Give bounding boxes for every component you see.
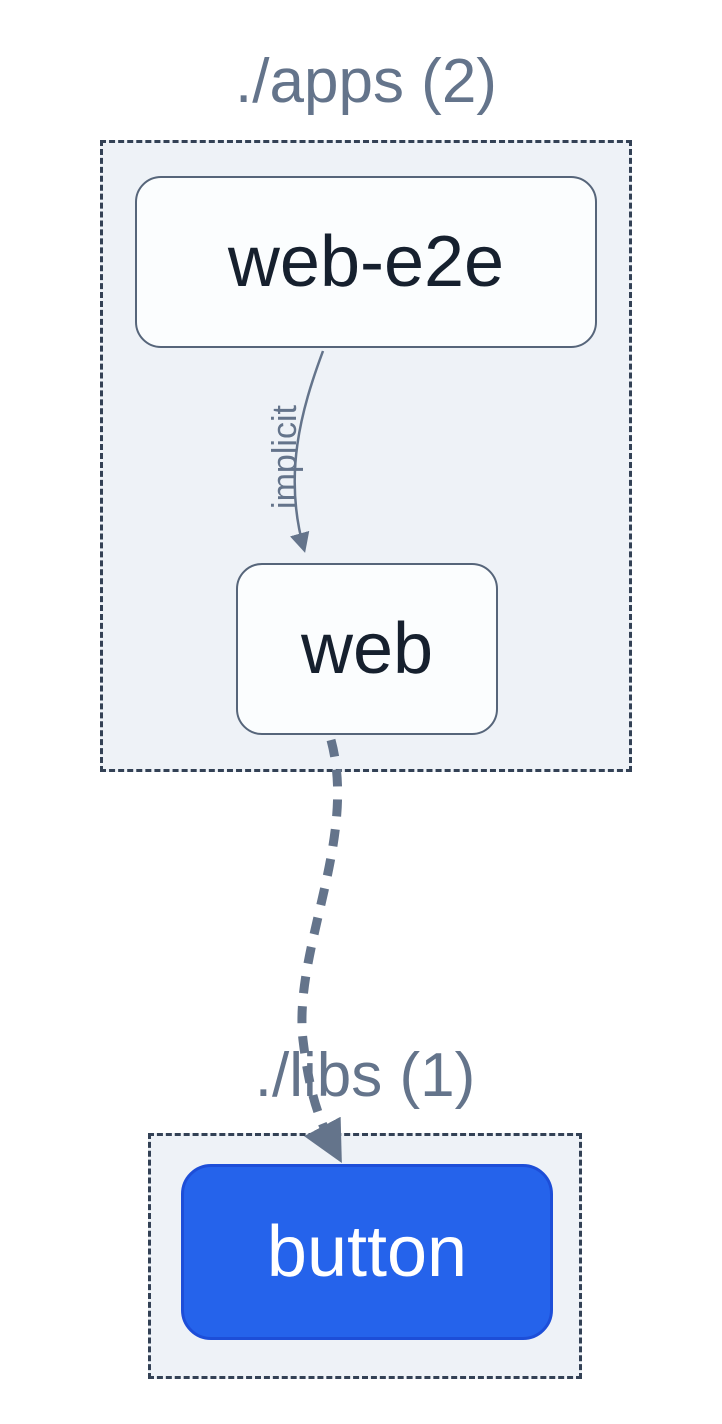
node-web-e2e-label: web-e2e — [227, 222, 505, 302]
group-title-apps: ./apps (2) — [235, 47, 497, 116]
node-web-label: web — [300, 609, 434, 689]
node-web[interactable]: web — [236, 563, 498, 735]
node-button[interactable]: button — [181, 1164, 553, 1340]
node-button-label: button — [266, 1212, 468, 1292]
group-title-libs: ./libs (1) — [254, 1041, 476, 1110]
node-web-e2e[interactable]: web-e2e — [135, 176, 597, 348]
